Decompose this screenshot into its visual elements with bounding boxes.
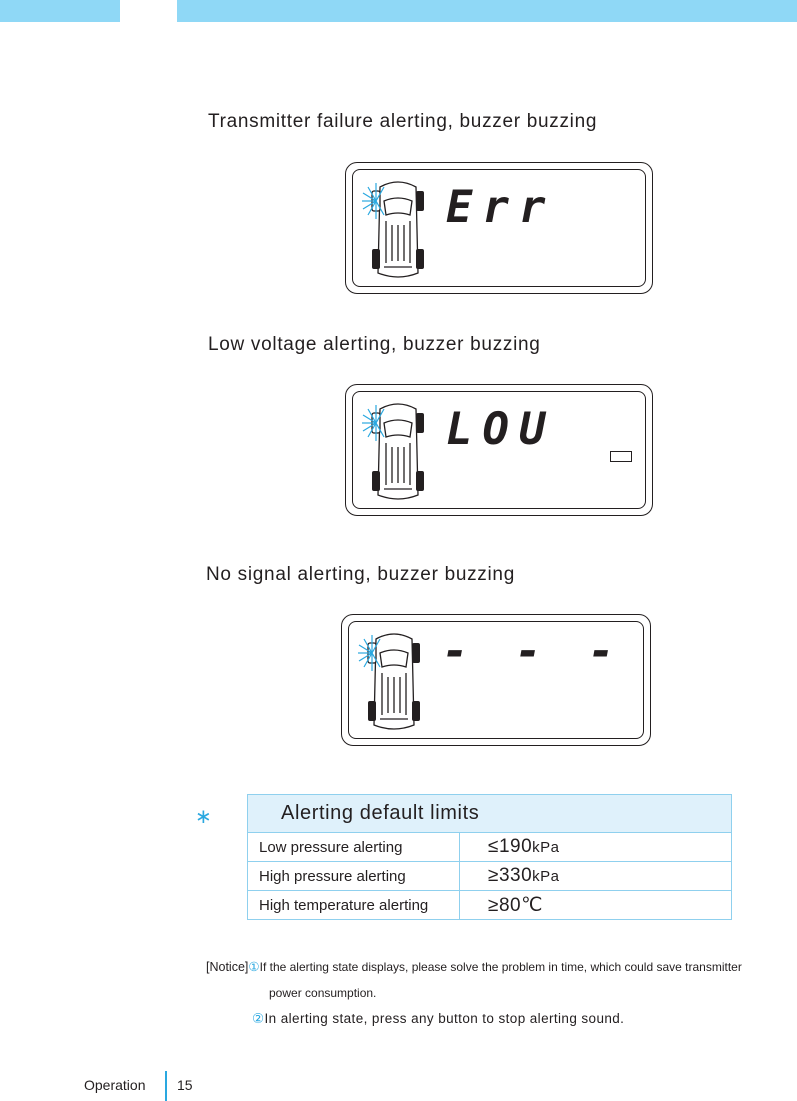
car-tire-icon xyxy=(358,633,420,730)
lcd-display-err: Err xyxy=(345,162,653,294)
limit-label: Low pressure alerting xyxy=(247,832,460,862)
alerting-limits-table: Alerting default limits Low pressure ale… xyxy=(247,794,732,920)
heading-transmitter-failure: Transmitter failure alerting, buzzer buz… xyxy=(208,111,598,132)
limit-label: High temperature alerting xyxy=(247,890,460,920)
car-tire-icon xyxy=(362,403,424,500)
limit-value: ≥80℃ xyxy=(459,890,732,920)
limit-value: ≤190kPa xyxy=(459,832,732,862)
notice-line-1: [Notice]①If the alerting state displays,… xyxy=(206,959,742,974)
notice-text: If the alerting state displays, please s… xyxy=(259,960,742,974)
heading-low-voltage: Low voltage alerting, buzzer buzzing xyxy=(208,334,541,355)
limit-label: High pressure alerting xyxy=(247,861,460,891)
lcd-display-no-signal: - - - xyxy=(341,614,651,746)
table-row: High pressure alerting ≥330kPa xyxy=(247,861,732,891)
car-tire-icon xyxy=(362,181,424,278)
notice-number: ② xyxy=(252,1011,265,1026)
limit-value: ≥330kPa xyxy=(459,861,732,891)
lcd-readout: Err xyxy=(446,182,556,233)
asterisk-marker: ∗ xyxy=(195,806,212,828)
page-number: 15 xyxy=(177,1077,193,1093)
notice-line-2: ②In alerting state, press any button to … xyxy=(252,1011,624,1027)
table-row: Low pressure alerting ≤190kPa xyxy=(247,832,732,862)
lcd-display-lou: LOU xyxy=(345,384,653,516)
battery-empty-icon xyxy=(610,451,632,462)
footer-divider xyxy=(165,1071,167,1101)
lcd-readout: - - - xyxy=(442,626,625,677)
top-band-right xyxy=(177,0,797,22)
notice-text: In alerting state, press any button to s… xyxy=(264,1011,625,1026)
heading-no-signal: No signal alerting, buzzer buzzing xyxy=(206,564,515,585)
top-band-left xyxy=(0,0,120,22)
notice-line-1-continuation: power consumption. xyxy=(269,986,377,1000)
lcd-readout: LOU xyxy=(446,404,556,455)
notice-label: [Notice] xyxy=(206,960,249,974)
footer-section-label: Operation xyxy=(84,1077,146,1093)
notice-number: ① xyxy=(248,960,260,974)
table-title: Alerting default limits xyxy=(247,794,732,833)
table-row: High temperature alerting ≥80℃ xyxy=(247,890,732,920)
